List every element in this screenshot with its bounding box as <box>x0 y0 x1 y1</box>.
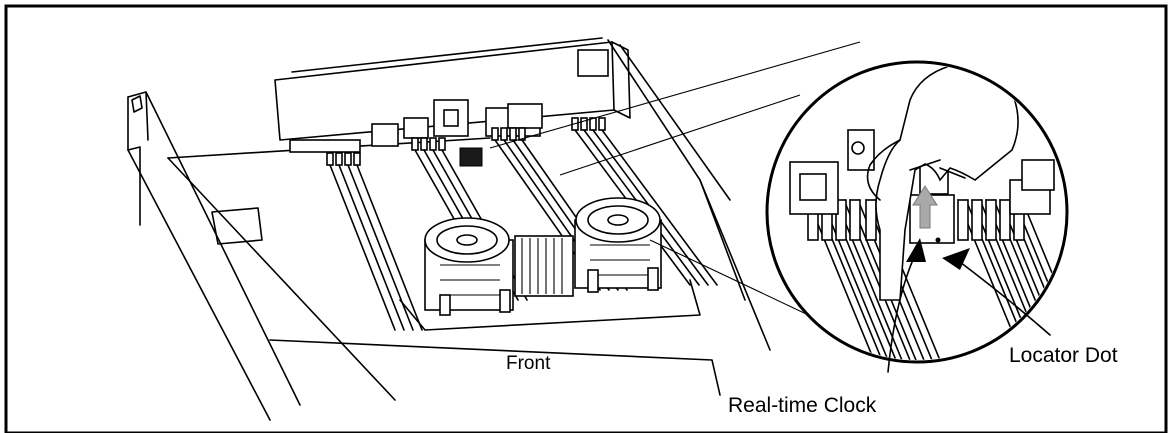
detail-dimm-latch <box>865 199 877 241</box>
memory-fin-block <box>514 235 574 297</box>
leader-real-time-clock <box>887 254 916 373</box>
dimm-slot-line <box>356 164 423 331</box>
chassis-left-wall <box>127 91 396 421</box>
dimm-slot-latch <box>438 137 446 151</box>
riser-card <box>274 37 631 141</box>
detail-dimm-line <box>835 199 907 360</box>
dimm-slot-latch <box>429 137 437 151</box>
label-front: Front <box>506 353 551 374</box>
dimm-slot-latch <box>580 117 588 131</box>
dimm-slot-latch <box>420 137 428 151</box>
dimm-slot-latch <box>589 117 597 131</box>
leader-locator-dot <box>959 261 1051 336</box>
locator-dot <box>935 237 941 243</box>
dimm-slot-line <box>338 164 405 331</box>
magnified-detail-circle <box>765 60 1069 364</box>
dimm-slot-latch <box>518 127 526 141</box>
dimm-slot-latch <box>491 127 499 141</box>
cpu-fan-right <box>574 197 662 293</box>
detail-dimm-line <box>821 199 893 360</box>
rear-connectors <box>289 99 543 167</box>
locator-pointer-arrow <box>942 248 970 270</box>
detail-dimm-latch <box>835 199 847 241</box>
dimm-slot-latch <box>598 117 606 131</box>
dimm-slot-line <box>347 164 414 331</box>
dimm-slot-latch <box>353 152 361 166</box>
dimm-slot-latch <box>344 152 352 166</box>
detail-dimm-latch <box>999 199 1011 241</box>
cpu-fan-left <box>424 217 514 316</box>
dimm-slot-latch <box>326 152 334 166</box>
detail-dimm-latch <box>957 199 969 241</box>
dimm-slot-latch <box>509 127 517 141</box>
label-locator-dot: Locator Dot <box>1009 344 1118 367</box>
dimm-slot-latch <box>411 137 419 151</box>
system-board-edge <box>399 279 701 331</box>
dimm-slot-latch <box>335 152 343 166</box>
chassis-tray <box>167 39 771 396</box>
dimm-slot-line <box>329 164 396 331</box>
lift-direction-arrow <box>912 185 938 229</box>
dimm-slot-line <box>601 129 718 286</box>
detail-dimm-latch <box>985 199 997 241</box>
detail-dimm-latch <box>849 199 861 241</box>
dimm-slot-latch <box>500 127 508 141</box>
label-real-time-clock: Real-time Clock <box>728 394 877 417</box>
rtc-battery-small <box>459 147 483 167</box>
rtc-pointer-arrow <box>906 238 926 262</box>
outer-border <box>4 4 1168 433</box>
detail-dimm-latch <box>971 199 983 241</box>
detail-dimm-line <box>807 199 879 360</box>
